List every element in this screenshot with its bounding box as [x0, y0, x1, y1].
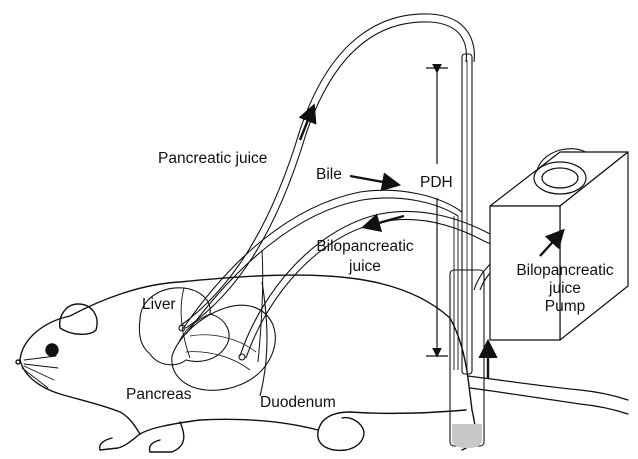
pump-label-line-3: Pump [498, 298, 632, 316]
rat-head-lower [20, 360, 140, 434]
pancreas-label: Pancreas [126, 386, 191, 404]
pump-label-line-2: juice [498, 280, 632, 298]
bilopancreatic-juice-label: Bilopancreatic juice [312, 238, 418, 276]
bile-label: Bile [316, 166, 342, 184]
pancreatic-juice-label: Pancreatic juice [158, 150, 267, 168]
pdh-label: PDH [420, 174, 453, 192]
rat-nose [16, 360, 20, 364]
rat-foreleg-back [149, 422, 183, 452]
rat-ear [60, 304, 97, 334]
pump-roller-inner [542, 168, 578, 188]
bilopancreatic-line-1: Bilopancreatic [312, 238, 418, 256]
duodenum-tube [258, 250, 263, 362]
liver-label: Liver [142, 296, 176, 314]
rat-body-outline [20, 275, 476, 450]
pump-label: Bilopancreatic juice Pump [498, 262, 632, 316]
duodenum-shape [260, 282, 267, 396]
rat-tail [468, 376, 628, 400]
rat-eye [46, 344, 58, 356]
bilopancreatic-line-2: juice [312, 258, 418, 276]
rat-foreleg-front [100, 434, 140, 450]
rat-whiskers [22, 356, 58, 388]
rat-hindleg [342, 418, 364, 450]
rat-underbelly [140, 419, 318, 434]
rat-tail-lower [470, 388, 628, 414]
pump-label-line-1: Bilopancreatic [498, 262, 632, 280]
duodenum-label: Duodenum [260, 394, 336, 412]
pancreas-shape [172, 305, 276, 390]
bilopancreatic-arrow [368, 216, 404, 226]
liver-lobe-line [181, 288, 190, 358]
collection-fluid [452, 424, 482, 448]
cannula-tip-2 [239, 354, 245, 360]
bile-arrow [350, 176, 394, 184]
pancreas-fold [190, 335, 256, 352]
rat-belly [318, 410, 466, 450]
